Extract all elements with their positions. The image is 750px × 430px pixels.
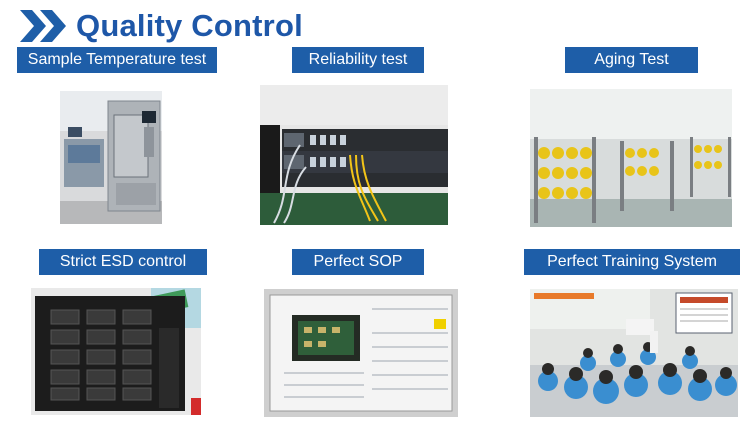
esd-control-photo	[31, 288, 201, 415]
panel-label-training: Perfect Training System	[524, 249, 740, 275]
sample-temperature-photo	[60, 91, 162, 224]
double-chevron-right-icon	[20, 10, 66, 42]
aging-test-photo	[530, 89, 732, 227]
panel-label-aging: Aging Test	[565, 47, 698, 73]
reliability-test-photo	[260, 85, 448, 225]
page-header: Quality Control	[18, 8, 303, 44]
training-photo	[530, 289, 738, 417]
page-title: Quality Control	[76, 8, 303, 43]
panel-label-esd: Strict ESD control	[39, 249, 207, 275]
panel-label-sample-temperature: Sample Temperature test	[17, 47, 217, 73]
panel-label-reliability: Reliability test	[292, 47, 424, 73]
sop-photo	[264, 289, 458, 417]
panel-label-sop: Perfect SOP	[292, 249, 424, 275]
